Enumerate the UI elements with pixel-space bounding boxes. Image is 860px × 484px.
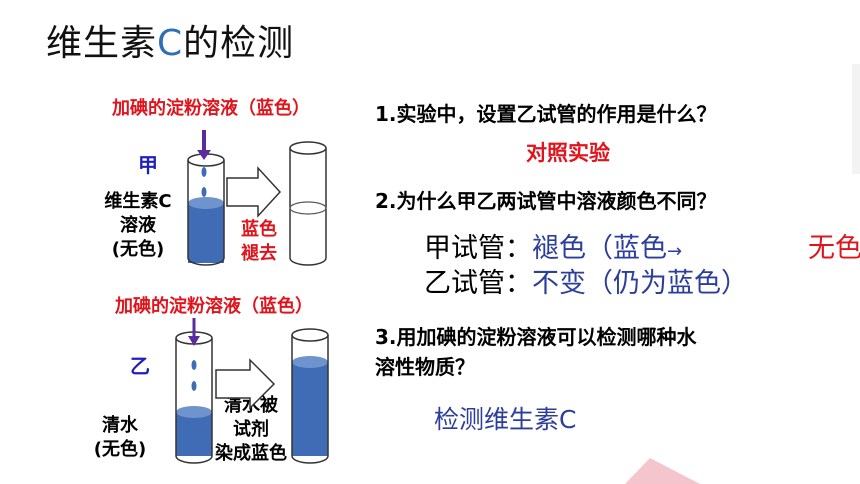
question-2: 2.为什么甲乙两试管中溶液颜色不同？ <box>375 189 717 213</box>
answer-2-arrow: → <box>667 241 683 262</box>
tube-a-left <box>187 153 225 266</box>
arrow-down-icon <box>197 150 211 160</box>
question-3-line2: 溶性物质？ <box>375 355 475 379</box>
tube-a-liquid <box>188 203 224 263</box>
drop-icon <box>191 360 197 370</box>
answer-2-line-b: 乙试管：不变（仍为蓝色） <box>424 261 748 300</box>
result-label-a-line1: 蓝色 <box>241 219 277 240</box>
result-label-a-line2: 褪去 <box>241 243 277 264</box>
sample-label-b: 清水 (无色) <box>90 414 150 462</box>
question-3-line1: 3.用加碘的淀粉溶液可以检测哪种水 <box>375 325 697 349</box>
question-1: 1.实验中，设置乙试管的作用是什么？ <box>375 102 717 126</box>
sample-label-a-line2: 溶液 <box>120 215 156 236</box>
tube-b-right <box>291 328 329 464</box>
result-label-b-line2: 试剂 <box>233 419 269 440</box>
drop-icon <box>201 187 207 197</box>
answer-2-label-b: 乙试管： <box>424 268 532 299</box>
tube-name-b: 乙 <box>130 354 150 378</box>
tube-b-left <box>175 331 213 464</box>
decorative-shape <box>625 458 700 484</box>
result-label-b: 清水被 试剂 染成蓝色 <box>206 394 296 466</box>
answer-2-line-a: 甲试管：褪色（蓝色→ <box>424 226 682 265</box>
tube-a-liquid-surface <box>188 197 224 209</box>
decorative-panel <box>852 64 860 174</box>
answer-2-end: 无色 <box>808 233 860 264</box>
drop-icon <box>191 381 197 391</box>
arrow-down-icon <box>188 336 200 346</box>
reagent-label-a: 加碘的淀粉溶液（蓝色） <box>112 98 310 119</box>
sample-label-b-line2: (无色) <box>93 439 147 460</box>
sample-label-b-line1: 清水 <box>102 415 138 436</box>
sample-label-a: 维生素C 溶液 (无色) <box>98 190 178 262</box>
tube-a-right <box>289 141 327 266</box>
drop-icon <box>201 167 207 177</box>
answer-2-value-b: 不变（仍为蓝色） <box>532 268 748 299</box>
sample-label-a-line3: (无色) <box>111 239 165 260</box>
tube-name-a: 甲 <box>138 153 158 177</box>
reagent-label-b: 加碘的淀粉溶液（蓝色） <box>115 296 313 317</box>
result-label-a: 蓝色 褪去 <box>234 218 284 266</box>
answer-2-value-a: 褪色（蓝色 <box>532 233 667 264</box>
answer-2-label-a: 甲试管： <box>424 233 532 264</box>
question-3: 3.用加碘的淀粉溶液可以检测哪种水 溶性物质？ <box>375 322 697 382</box>
page-title: 维生素C的检测 <box>46 23 295 64</box>
arrow-right-icon <box>215 358 276 410</box>
answer-3: 检测维生素C <box>434 405 577 434</box>
arrow-right-icon <box>226 166 282 218</box>
result-label-b-line3: 染成蓝色 <box>215 443 287 464</box>
answer-1: 对照实验 <box>526 141 610 165</box>
sample-label-a-line1: 维生素C <box>104 191 172 212</box>
